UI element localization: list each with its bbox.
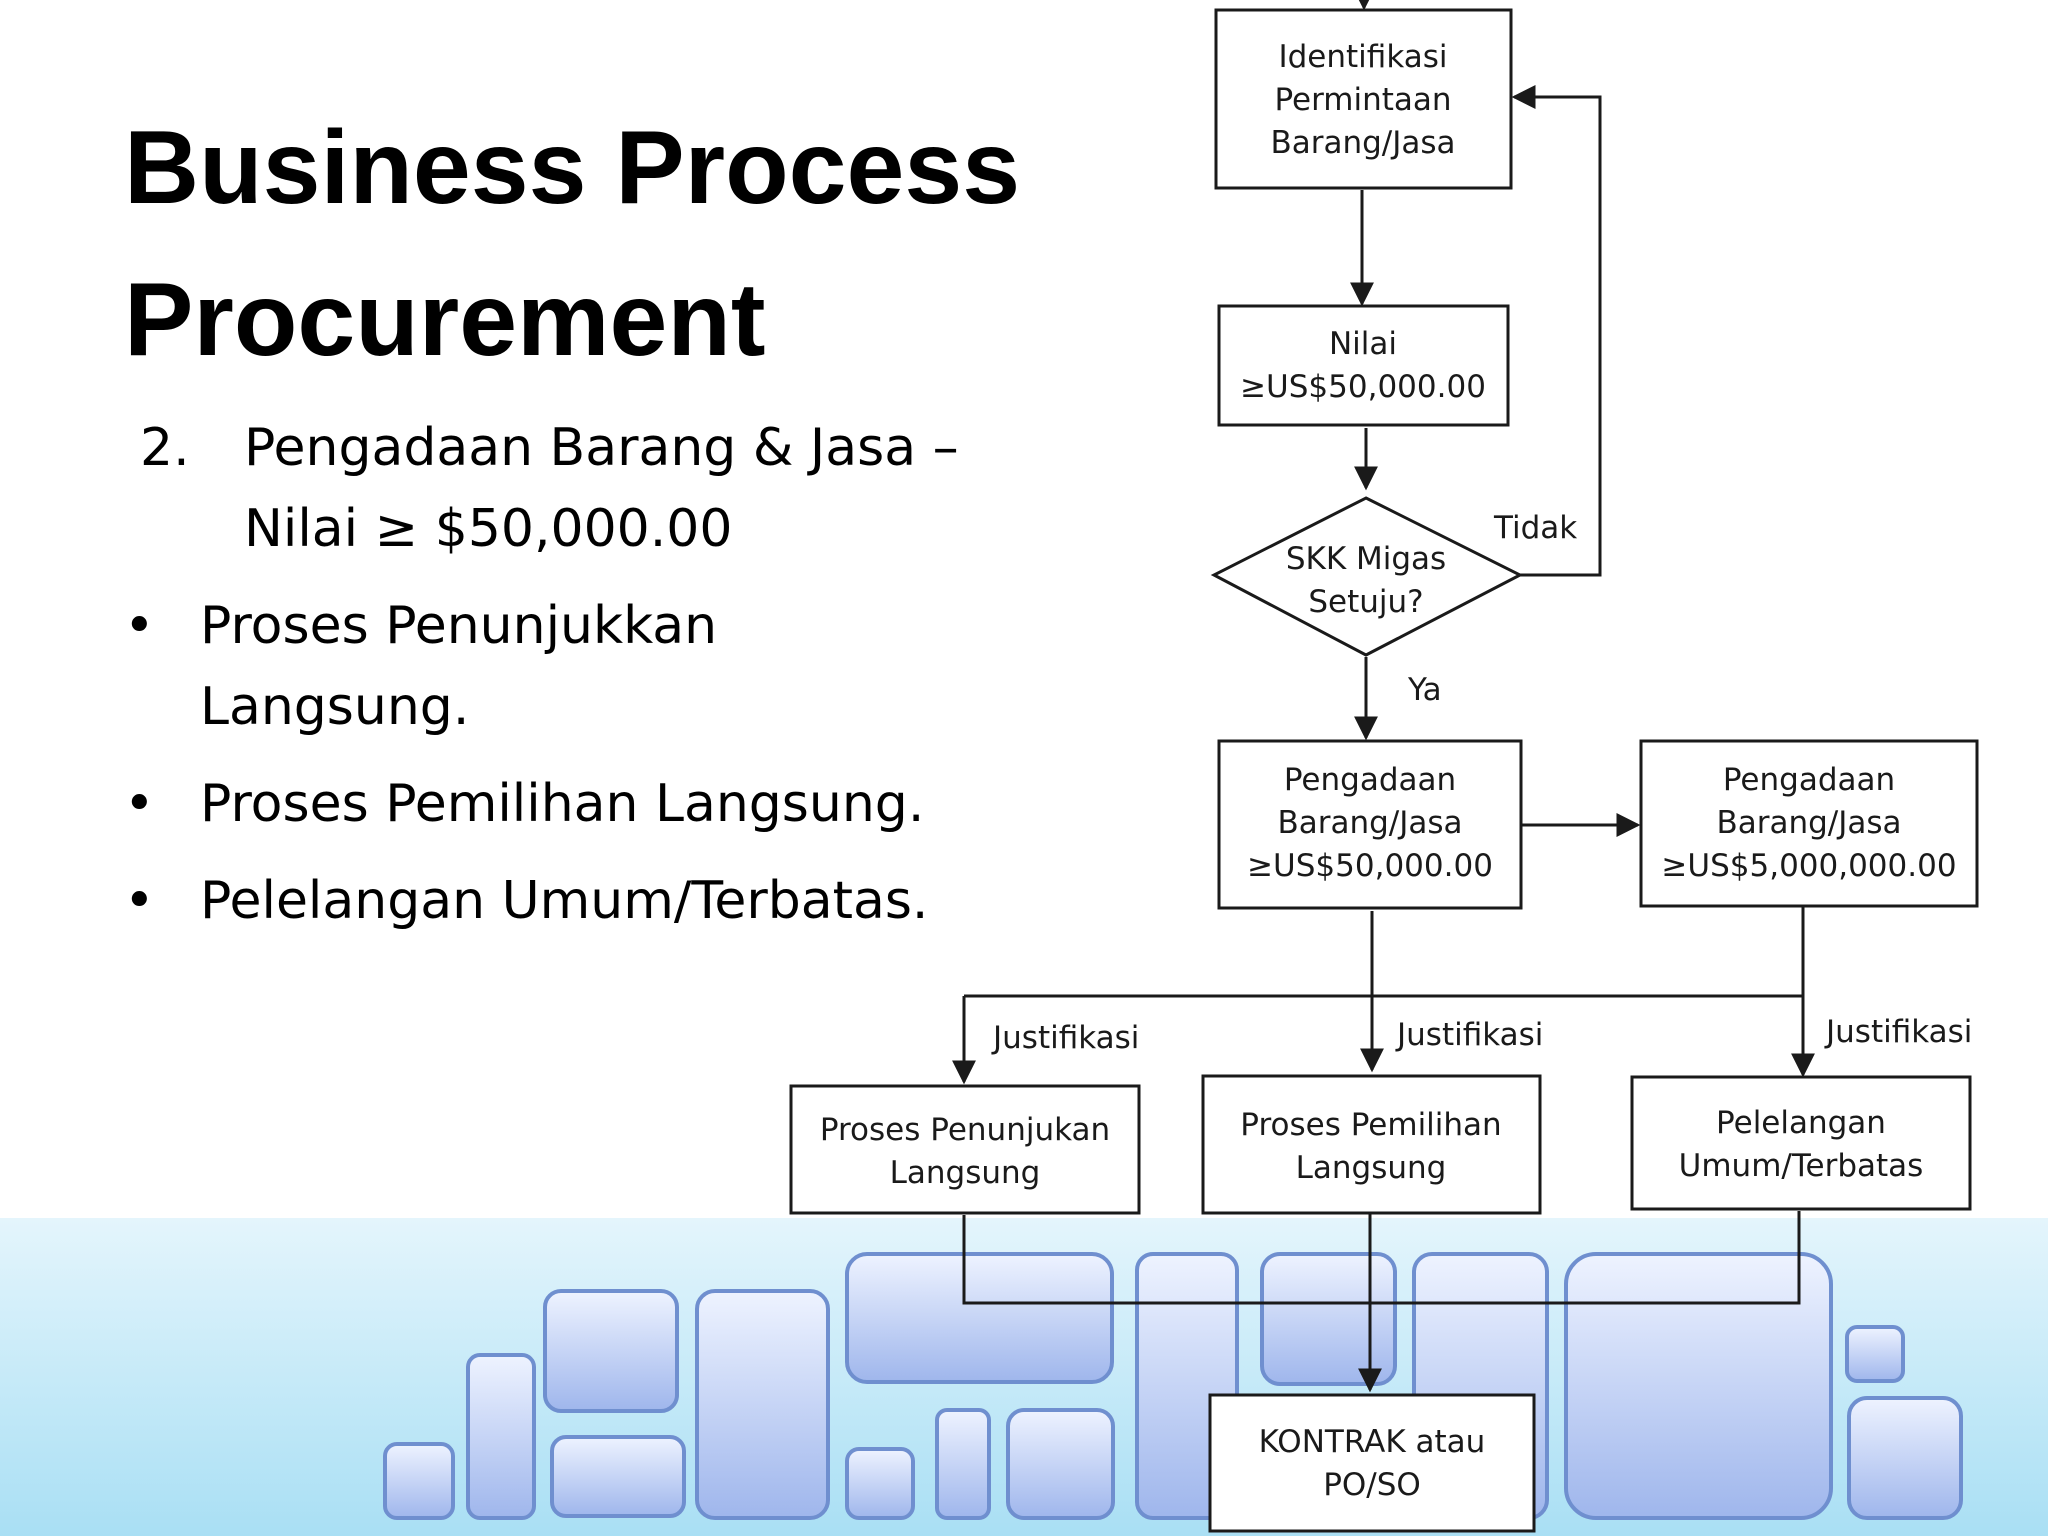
bullet-icon: •	[124, 774, 155, 834]
slide-title-line-2: Procurement	[124, 262, 766, 378]
bullet-item-3-line-1: Pelelangan Umum/Terbatas.	[200, 871, 929, 931]
svg-text:Proses Pemilihan: Proses Pemilihan	[1240, 1107, 1501, 1143]
svg-text:Umum/Terbatas: Umum/Terbatas	[1679, 1148, 1924, 1184]
node-identifikasi: Identifikasi Permintaan Barang/Jasa	[1214, 8, 1513, 190]
decorative-band	[0, 1218, 2048, 1536]
numbered-item-line-1: Pengadaan Barang & Jasa –	[244, 418, 959, 478]
edge-label-ya: Ya	[1407, 672, 1442, 708]
bullet-item: • Pelelangan Umum/Terbatas.	[124, 861, 1024, 942]
svg-text:Pelelangan: Pelelangan	[1716, 1105, 1886, 1141]
svg-text:KONTRAK atau: KONTRAK atau	[1259, 1424, 1486, 1460]
svg-text:PO/SO: PO/SO	[1323, 1467, 1421, 1503]
bullet-item-1-line-1: Proses Penunjukkan	[200, 596, 718, 656]
edge-labels: Tidak Ya Justifikasi Justifikasi Justifi…	[991, 510, 1972, 1056]
bullet-icon: •	[124, 596, 155, 656]
svg-text:Proses Penunjukan: Proses Penunjukan	[820, 1112, 1110, 1148]
numbered-item-line-2: Nilai ≥ $50,000.00	[244, 499, 733, 559]
slide-body: 2. Pengadaan Barang & Jasa – Nilai ≥ $50…	[124, 408, 1024, 942]
svg-text:≥US$5,000,000.00: ≥US$5,000,000.00	[1661, 848, 1956, 884]
svg-text:≥US$50,000.00: ≥US$50,000.00	[1240, 369, 1486, 405]
svg-text:Permintaan: Permintaan	[1274, 82, 1451, 118]
node-kontrak: KONTRAK atau PO/SO	[1208, 1393, 1536, 1533]
node-penunjukan-langsung: Proses Penunjukan Langsung	[789, 1084, 1141, 1215]
svg-text:Langsung: Langsung	[1296, 1150, 1447, 1186]
bullet-item: • Proses Penunjukkan Langsung.	[124, 586, 1024, 748]
node-pelelangan: Pelelangan Umum/Terbatas	[1630, 1075, 1972, 1211]
svg-text:Setuju?: Setuju?	[1308, 584, 1423, 620]
numbered-item-marker: 2.	[140, 418, 190, 478]
edge-label-justifikasi-left: Justifikasi	[991, 1020, 1139, 1056]
node-pemilihan-langsung: Proses Pemilihan Langsung	[1201, 1074, 1542, 1215]
flow-edges	[952, 0, 1815, 1393]
node-pengadaan-5m: Pengadaan Barang/Jasa ≥US$5,000,000.00	[1639, 739, 1979, 908]
edge-label-tidak: Tidak	[1493, 510, 1577, 546]
bullet-item-2-line-1: Proses Pemilihan Langsung.	[200, 774, 925, 834]
svg-text:Pengadaan: Pengadaan	[1723, 762, 1895, 798]
svg-text:SKK Migas: SKK Migas	[1286, 541, 1446, 577]
edge-label-justifikasi-right: Justifikasi	[1824, 1014, 1972, 1050]
numbered-item: 2. Pengadaan Barang & Jasa – Nilai ≥ $50…	[124, 408, 1024, 570]
bullet-item: • Proses Pemilihan Langsung.	[124, 764, 1024, 845]
svg-text:≥US$50,000.00: ≥US$50,000.00	[1247, 848, 1493, 884]
edge-label-justifikasi-mid: Justifikasi	[1395, 1017, 1543, 1053]
node-pengadaan-50k: Pengadaan Barang/Jasa ≥US$50,000.00	[1217, 739, 1523, 910]
slide-title-line-1: Business Process	[124, 110, 1021, 226]
svg-text:Barang/Jasa: Barang/Jasa	[1277, 805, 1462, 841]
svg-text:Barang/Jasa: Barang/Jasa	[1270, 125, 1455, 161]
bullet-item-1-line-2: Langsung.	[200, 677, 470, 737]
slide-title: Business Process Procurement	[124, 92, 1020, 396]
svg-text:Langsung: Langsung	[890, 1155, 1041, 1191]
svg-text:Pengadaan: Pengadaan	[1284, 762, 1456, 798]
svg-text:Barang/Jasa: Barang/Jasa	[1716, 805, 1901, 841]
node-nilai: Nilai ≥US$50,000.00	[1217, 304, 1510, 427]
svg-text:Identifikasi: Identifikasi	[1278, 39, 1447, 75]
node-skk-decision: SKK Migas Setuju?	[1210, 496, 1524, 657]
svg-text:Nilai: Nilai	[1329, 326, 1397, 362]
bullet-icon: •	[124, 871, 155, 931]
